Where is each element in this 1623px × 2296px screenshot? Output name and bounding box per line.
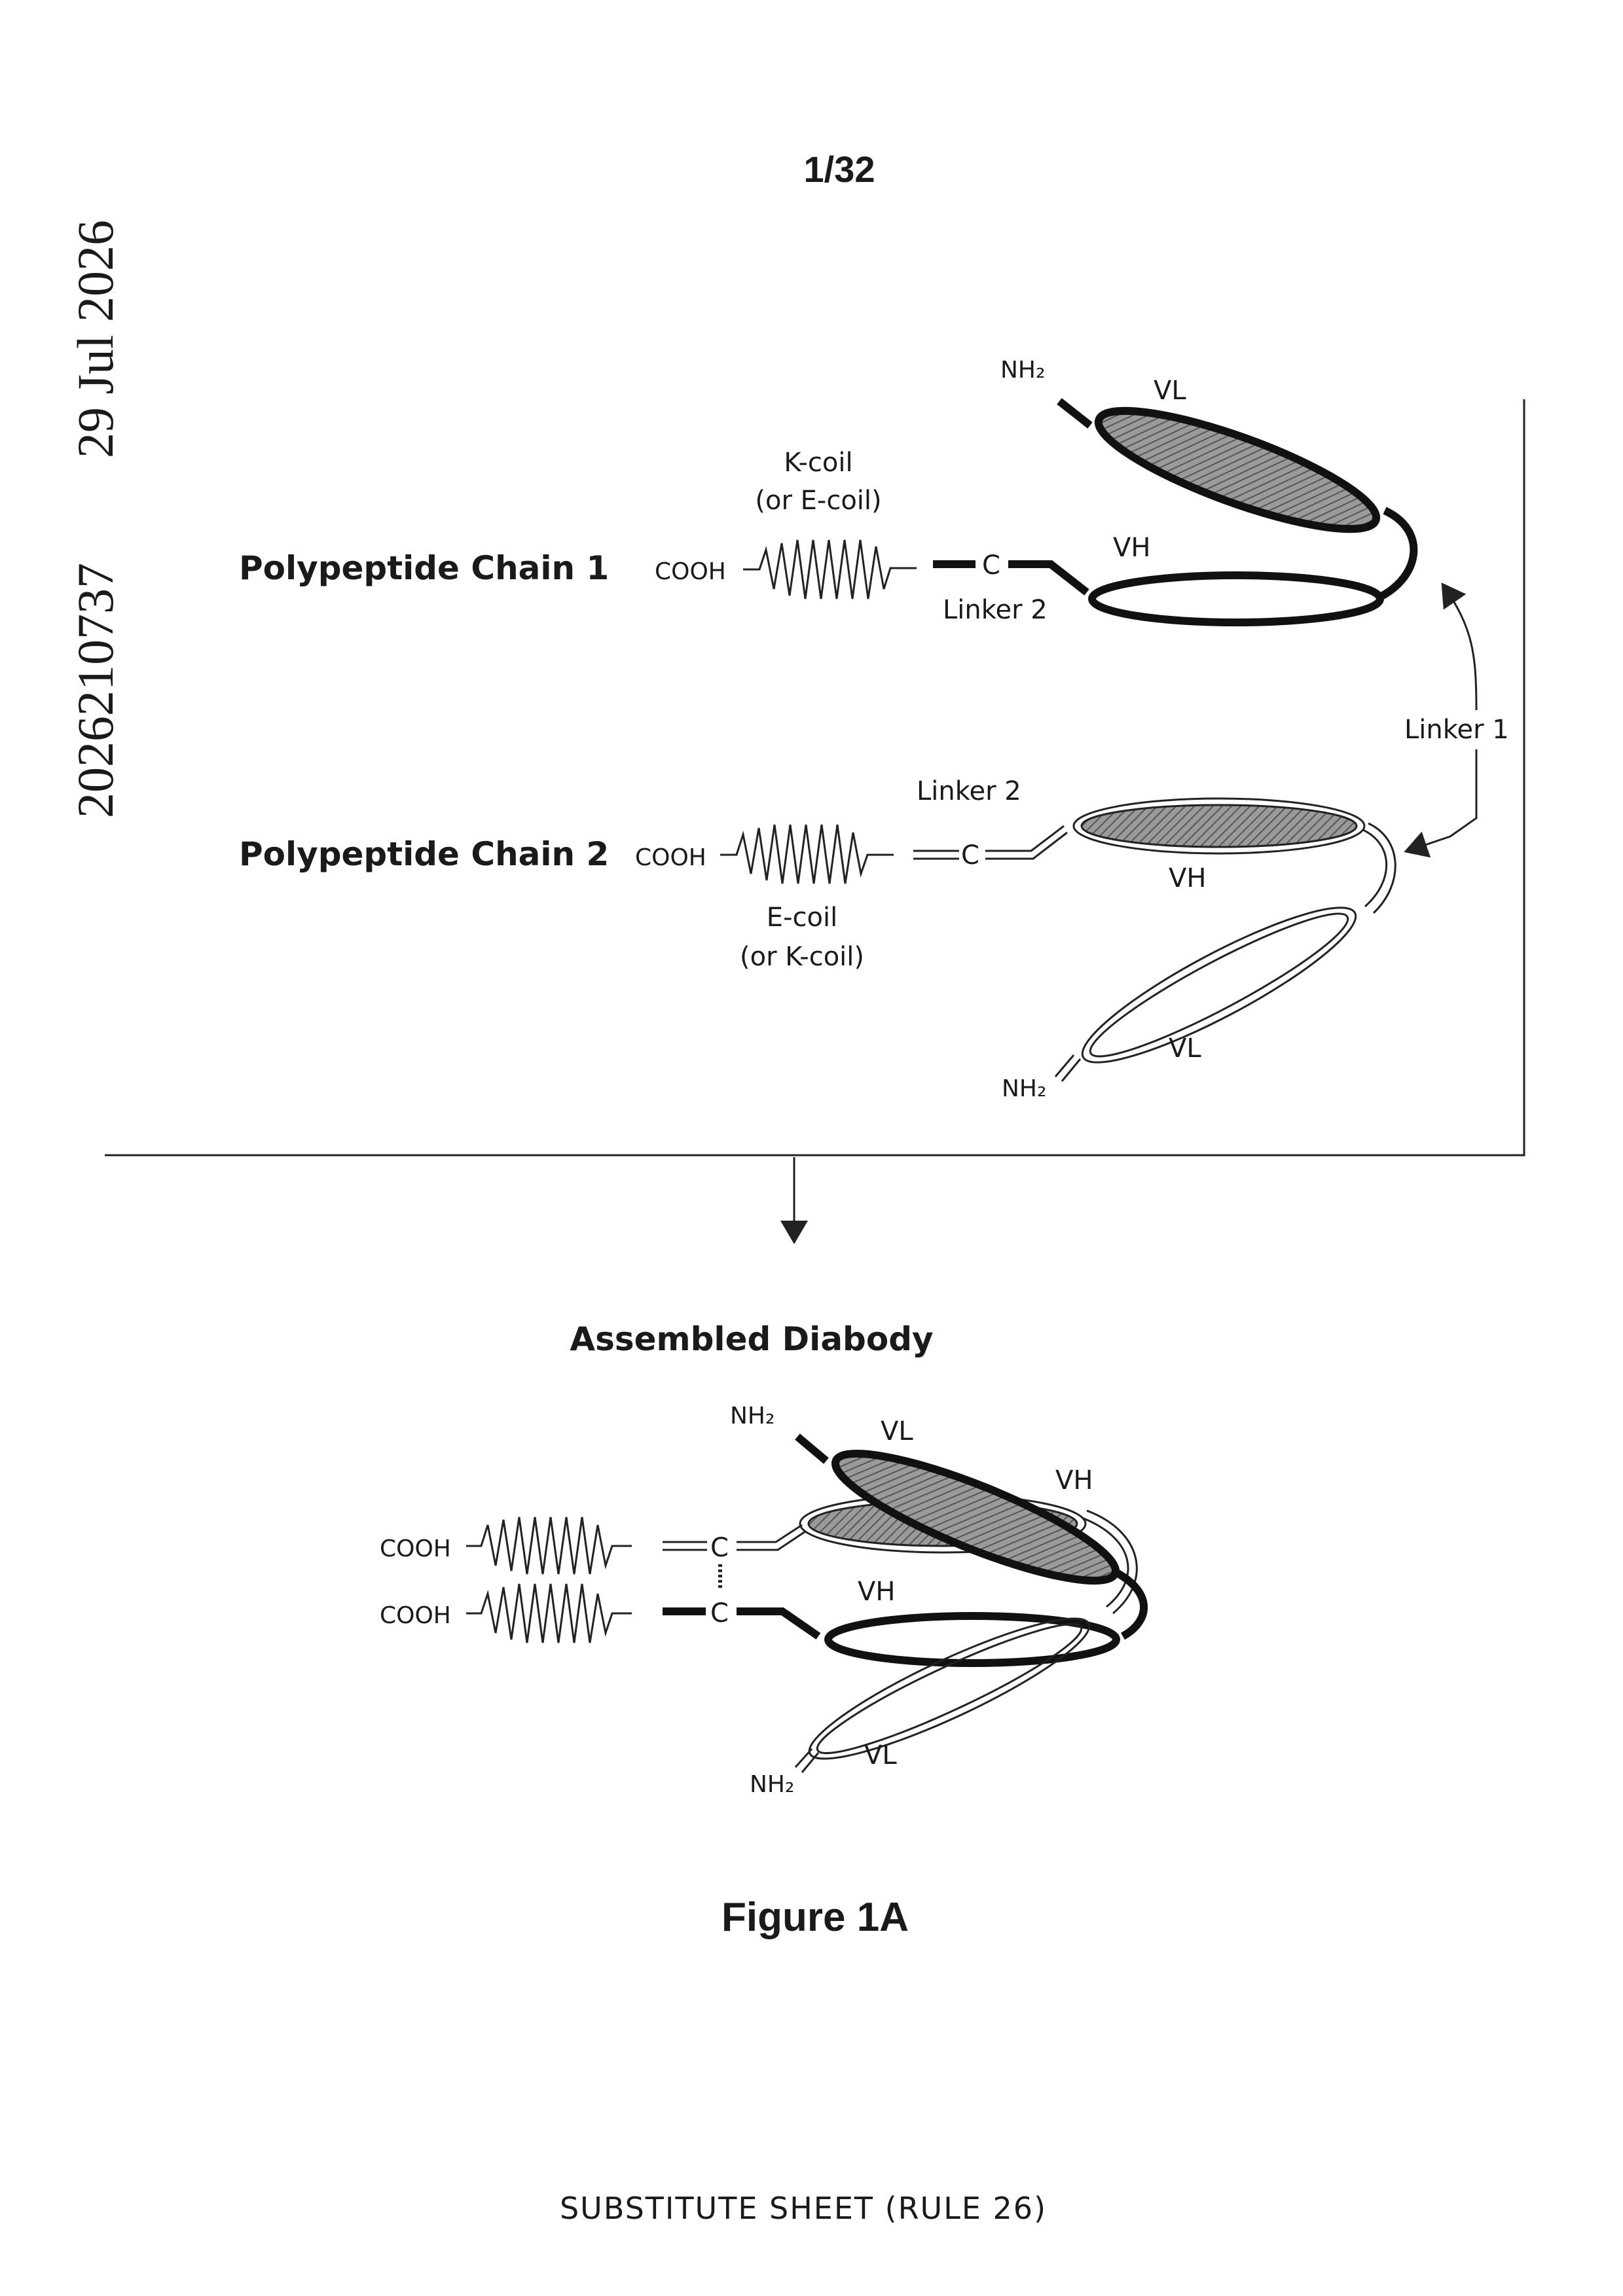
diabody-coil-top: [466, 1517, 632, 1574]
chain-1-title: Polypeptide Chain 1: [239, 549, 609, 587]
chain-1-c-label: C: [982, 550, 1000, 581]
chain-1-linker2-label: Linker 2: [943, 595, 1048, 625]
diabody-vl-bottom-label: VL: [864, 1740, 897, 1770]
side-application-number: 2026210737: [67, 563, 124, 818]
chain-2-coil: [720, 825, 894, 884]
diabody-nh2-top-label: NH₂: [730, 1403, 775, 1429]
footer-text: SUBSTITUTE SHEET (RULE 26): [560, 2191, 1047, 2226]
chain-2-diagram: Polypeptide Chain 2 COOH E-coil (or K-co…: [239, 776, 1395, 1102]
chain-1-coil-label: K-coil: [784, 448, 852, 478]
chain-2-linker1-loop: [1363, 823, 1395, 913]
chain-2-title: Polypeptide Chain 2: [239, 835, 609, 873]
diabody-cooh-top-label: COOH: [380, 1535, 451, 1562]
chain-2-coil-label: E-coil: [767, 903, 837, 933]
chain-1-vh-domain: [1092, 575, 1380, 622]
side-date: 29 Jul 2026: [67, 220, 124, 458]
diabody-thick-loop: [1113, 1571, 1144, 1636]
chain-1-nh2-label: NH₂: [1000, 357, 1045, 384]
linker-1-label: Linker 1: [1404, 715, 1509, 745]
chain-1-vl-label: VL: [1154, 376, 1186, 406]
page-number: 1/32: [804, 149, 875, 190]
chain-1-diagram: Polypeptide Chain 1 COOH K-coil (or E-co…: [239, 357, 1413, 625]
diabody-nh2-bottom-label: NH₂: [750, 1771, 794, 1798]
linker-1-arrow-up: [1444, 586, 1476, 710]
chain-1-coil-sublabel: (or E-coil): [755, 486, 881, 516]
chain-2-vl-domain-outline: [1080, 896, 1359, 1074]
chain-1-nterm-line: [1059, 401, 1090, 425]
diabody-open-stub-top: [663, 1542, 707, 1550]
diabody-diagram: Assembled Diabody NH₂ VL VH COOH C COOH …: [380, 1320, 1144, 1798]
chain-2-nterm-line: [1055, 1055, 1080, 1081]
diabody-vh-top-label: VH: [1055, 1465, 1093, 1496]
chain-2-cooh-label: COOH: [635, 844, 706, 871]
chain-2-coil-sublabel: (or K-coil): [740, 942, 864, 972]
chain-1-linker1-loop: [1380, 511, 1413, 597]
diabody-vh-mid-label: VH: [858, 1577, 895, 1607]
figure-caption: Figure 1A: [721, 1895, 909, 1940]
diabody-open-linker-top: [737, 1525, 805, 1550]
chain-2-nh2-label: NH₂: [1002, 1075, 1046, 1102]
chain-1-vl-domain: [1087, 389, 1387, 551]
diabody-open-nterm-line: [795, 1749, 818, 1772]
diabody-c-top-label: C: [710, 1533, 729, 1563]
diabody-c-bottom-label: C: [710, 1598, 729, 1628]
chain-2-c-label: C: [961, 840, 979, 870]
chain-2-linker2-line: [985, 826, 1067, 859]
diabody-title: Assembled Diabody: [570, 1320, 933, 1358]
diabody-thick-linker: [737, 1611, 818, 1636]
chain-1-coil: [743, 540, 917, 599]
diabody-cooh-bottom-label: COOH: [380, 1602, 451, 1629]
diabody-vl-top-label: VL: [881, 1416, 913, 1446]
chain-1-vh-label: VH: [1113, 533, 1150, 563]
chain-2-vh-label: VH: [1169, 863, 1206, 893]
chain-2-open-stub: [913, 851, 959, 859]
chain-2-vl-label: VL: [1169, 1033, 1201, 1064]
chain-2-vh-domain: [1082, 805, 1357, 847]
linker-1-annotation: Linker 1: [1404, 586, 1509, 851]
chain-2-linker2-label: Linker 2: [917, 776, 1021, 806]
chain-1-linker2-line: [1008, 564, 1087, 592]
chain-1-cooh-label: COOH: [655, 558, 726, 585]
diabody-coil-bottom: [466, 1584, 632, 1643]
linker-1-arrow-down: [1408, 749, 1476, 851]
diabody-thick-nterm-line: [797, 1437, 826, 1461]
